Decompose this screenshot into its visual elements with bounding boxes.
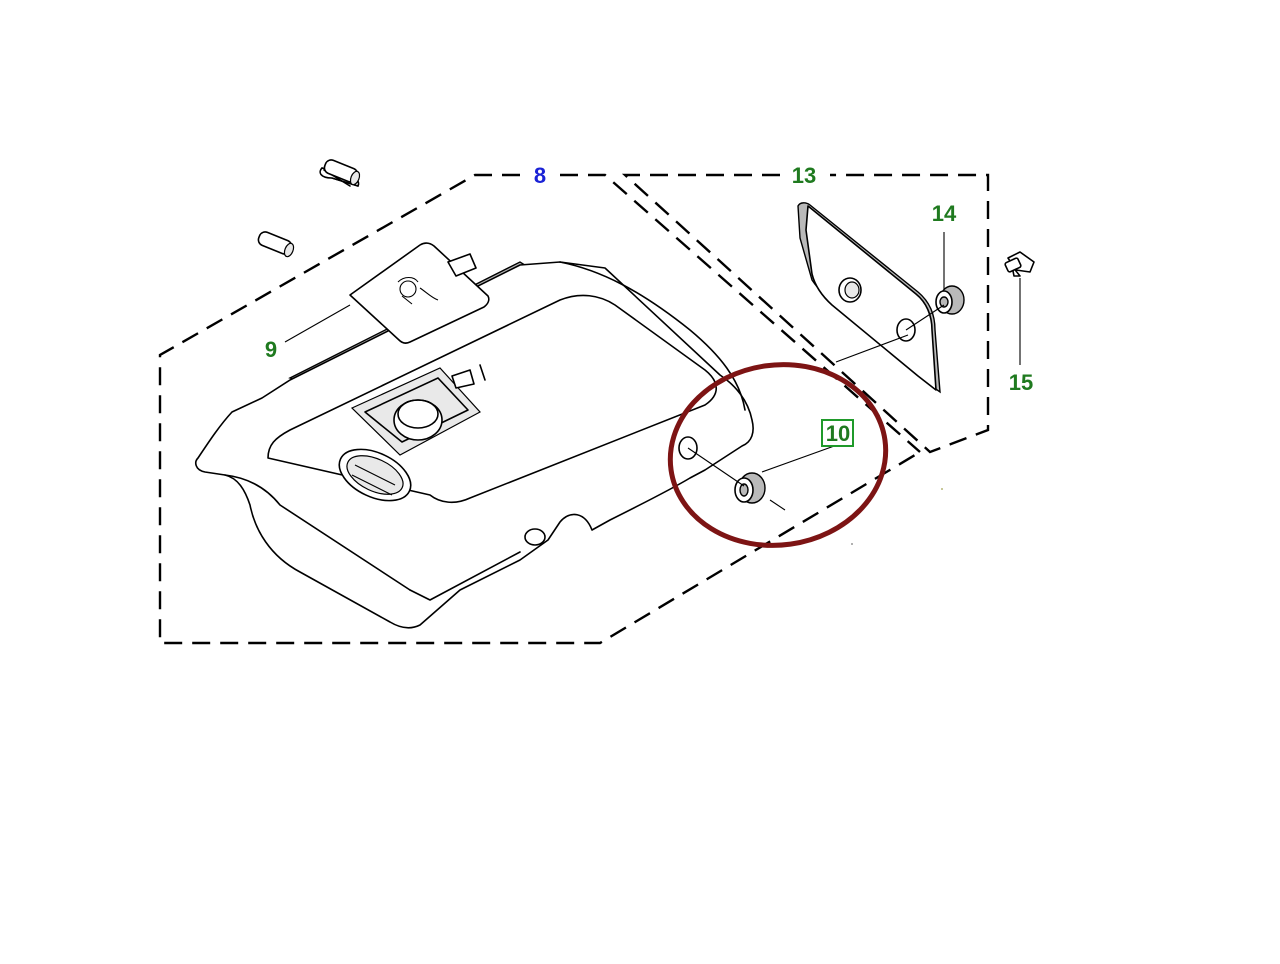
callout-10-highlight-box xyxy=(821,419,854,447)
grommet-part-10 xyxy=(734,472,766,504)
callout-10[interactable]: 10 xyxy=(826,421,850,446)
callout-13[interactable]: 13 xyxy=(792,163,816,188)
speck-mark xyxy=(941,488,943,490)
pin-part-upper xyxy=(319,159,361,187)
group-8-boundary xyxy=(158,173,921,645)
highlight-ring xyxy=(667,362,889,548)
leader-lines xyxy=(284,232,1021,511)
pin-part-lower xyxy=(257,231,295,258)
callout-8[interactable]: 8 xyxy=(534,163,546,188)
speck-mark xyxy=(851,543,853,545)
grommet-part-14 xyxy=(935,285,965,315)
callout-9[interactable]: 9 xyxy=(265,337,277,362)
access-cover-part xyxy=(349,242,490,344)
bracket-part xyxy=(797,202,941,394)
group-13-boundary xyxy=(621,173,990,454)
callout-14[interactable]: 14 xyxy=(932,201,957,226)
bolt-part-15 xyxy=(1004,251,1035,277)
callout-15[interactable]: 15 xyxy=(1009,370,1033,395)
